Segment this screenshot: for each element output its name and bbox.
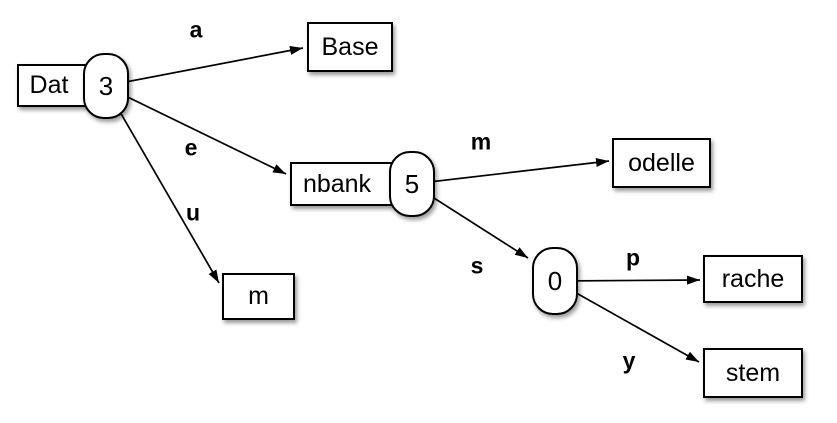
edge-dat-m-arrow [104, 85, 220, 284]
node-nbank-box: nbank [290, 162, 394, 206]
edge-dat-base-arrow [104, 46, 304, 87]
node-base-box: Base [307, 22, 393, 72]
node-m-box: m [222, 273, 295, 320]
edge-label-m: m [470, 128, 492, 155]
edge-label-y: y [622, 347, 636, 374]
node-rache-box: rache [703, 255, 803, 303]
edge-label-s: s [470, 252, 484, 279]
node-dat-box: Dat [17, 64, 89, 107]
edge-label-u: u [185, 199, 201, 226]
node-zero-oval: 0 [532, 247, 578, 315]
edge-zero-stem-arrow [554, 280, 700, 363]
node-dat-oval: 3 [83, 53, 129, 119]
edge-label-e: e [184, 134, 198, 161]
edge-label-a: a [189, 16, 203, 43]
edge-zero-rache-arrow [554, 275, 701, 285]
edge-label-p: p [625, 244, 641, 271]
node-odelle-box: odelle [612, 138, 711, 188]
node-stem-box: stem [703, 348, 803, 398]
edge-nbank-odelle-arrow [411, 158, 610, 185]
edge-dat-nbank-arrow [104, 85, 287, 175]
node-nbank-oval: 5 [389, 151, 435, 217]
